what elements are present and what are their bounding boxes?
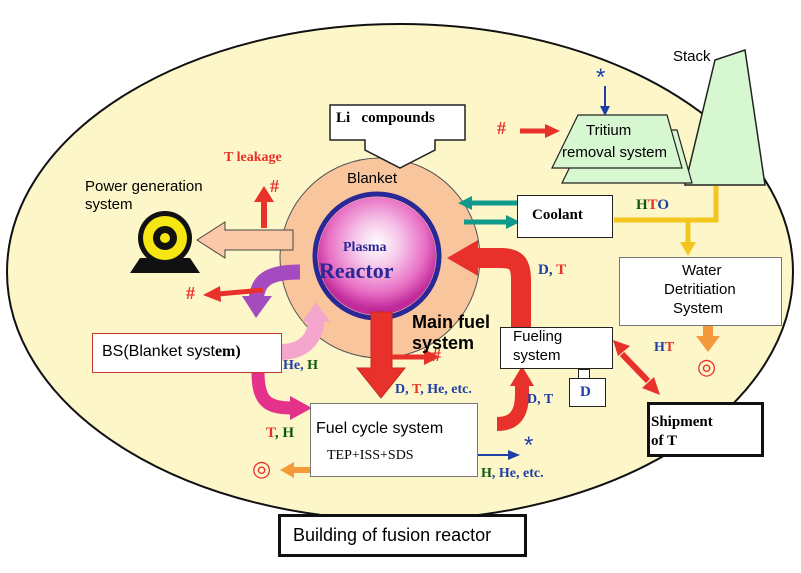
hash-leakage: # bbox=[270, 176, 279, 196]
dt-d: D bbox=[538, 262, 549, 278]
bs-to-blanket-arrow bbox=[279, 319, 324, 360]
dthe-label: D, T, He, etc. bbox=[395, 382, 472, 397]
hash-main: # bbox=[432, 345, 441, 365]
fueling-box bbox=[500, 327, 613, 369]
he-h-he: He bbox=[283, 358, 301, 373]
building-caption: Building of fusion reactor bbox=[293, 525, 492, 545]
blanket-label: Blanket bbox=[347, 170, 398, 187]
stack-label: Stack bbox=[673, 48, 711, 65]
bs-label: BS(Blanket system) bbox=[102, 343, 241, 361]
hhe-label: H, He, etc. bbox=[481, 466, 544, 481]
dthe-d: D bbox=[395, 382, 406, 397]
he-h-sep: , bbox=[300, 358, 308, 373]
coolant-box bbox=[517, 195, 613, 238]
asterisk-tritium: * bbox=[596, 64, 606, 91]
dt-t: T bbox=[556, 262, 567, 278]
plasma-label: Plasma bbox=[343, 240, 387, 255]
dt-label-fueling: D, T bbox=[527, 392, 553, 408]
leak-left-arrow bbox=[217, 287, 264, 297]
bs-label-suffix: em) bbox=[214, 343, 241, 360]
th-t: T bbox=[266, 425, 275, 441]
ht-h: H bbox=[654, 340, 665, 355]
th-label: T, H bbox=[266, 425, 295, 441]
shipment-box bbox=[647, 402, 764, 457]
power-generation-line1: Power generation bbox=[85, 178, 203, 195]
shipment-line2: of T bbox=[651, 433, 677, 449]
bs-box bbox=[92, 333, 282, 373]
hto-o: O bbox=[657, 197, 670, 213]
hash-tritium: # bbox=[497, 118, 506, 138]
asterisk-fuelcycle: * bbox=[524, 432, 534, 459]
shipment-line1: Shipment bbox=[651, 414, 713, 430]
ht-label: HT bbox=[654, 340, 674, 356]
dt2-d: D bbox=[527, 392, 538, 407]
hhe-rest: He, etc. bbox=[498, 466, 544, 481]
bs-label-prefix: BS(Blanket syst bbox=[102, 343, 215, 360]
fueling-to-plasma-arrow bbox=[478, 248, 531, 338]
stack-drop-arrow bbox=[688, 186, 719, 223]
d-tank bbox=[569, 378, 606, 407]
d-tank-label: D bbox=[580, 384, 591, 400]
fuel-cycle-line1: Fuel cycle system bbox=[316, 420, 444, 437]
dt2-sep: , bbox=[537, 392, 544, 407]
hto-h: H bbox=[636, 197, 648, 213]
fuelcycle-output-symbol: ◎ bbox=[252, 456, 272, 481]
shipment-link-arrow bbox=[619, 351, 651, 384]
fueling-line1: Fueling bbox=[513, 328, 563, 345]
tritium-removal-line2: removal system bbox=[562, 144, 668, 161]
ht-t: T bbox=[664, 340, 675, 355]
stack-chimney bbox=[684, 49, 766, 186]
wds-line1: Water bbox=[682, 262, 722, 279]
he-h-label: He, H bbox=[283, 358, 318, 374]
reactor-label: Reactor bbox=[319, 258, 394, 283]
hto-label: HTO bbox=[636, 197, 669, 214]
main-fuel-line1: Main fuel bbox=[412, 312, 491, 332]
li-compounds-arrow bbox=[329, 104, 466, 169]
tritium-removal-line1: Tritium bbox=[586, 122, 632, 139]
main-fuel-line2: system bbox=[412, 333, 475, 353]
fuelcycle-to-fueling-arrow bbox=[496, 384, 530, 431]
hash-left: # bbox=[186, 283, 195, 303]
fuel-cycle-box bbox=[310, 403, 478, 477]
wds-line3: System bbox=[673, 300, 724, 317]
t-leakage-label: T leakage bbox=[224, 150, 282, 165]
hto-t: T bbox=[647, 197, 658, 213]
li-compounds-label: Li compounds bbox=[336, 110, 435, 126]
wds-line2: Detritiation bbox=[664, 281, 736, 298]
hhe-h: H bbox=[481, 466, 492, 481]
dthe-t: T bbox=[411, 382, 421, 397]
power-generation-line2: system bbox=[85, 196, 133, 213]
dt2-t: T bbox=[543, 392, 554, 407]
tritium-removal-front bbox=[551, 114, 683, 169]
bs-to-fuelcycle-arrow bbox=[251, 371, 293, 415]
power-generation-arrow bbox=[196, 221, 294, 259]
blanket-to-bs-arrow bbox=[248, 264, 301, 302]
dthe-rest: He, etc. bbox=[427, 382, 472, 397]
dt-sep: , bbox=[548, 262, 557, 278]
building-caption-box bbox=[278, 514, 527, 557]
fuel-cycle-line2: TEP+ISS+SDS bbox=[327, 448, 414, 463]
he-h-h: H bbox=[307, 358, 318, 373]
wds-output-symbol: ◎ bbox=[697, 354, 717, 379]
fueling-line2: system bbox=[513, 347, 561, 364]
plasma-core bbox=[318, 197, 436, 315]
coolant-label: Coolant bbox=[532, 207, 583, 223]
main-fuel-down-arrow bbox=[355, 311, 407, 399]
th-h: H bbox=[282, 425, 295, 441]
water-detritiation-box bbox=[619, 257, 782, 326]
generator-icon bbox=[130, 211, 200, 273]
dt-label-reactor: D, T bbox=[538, 262, 566, 279]
